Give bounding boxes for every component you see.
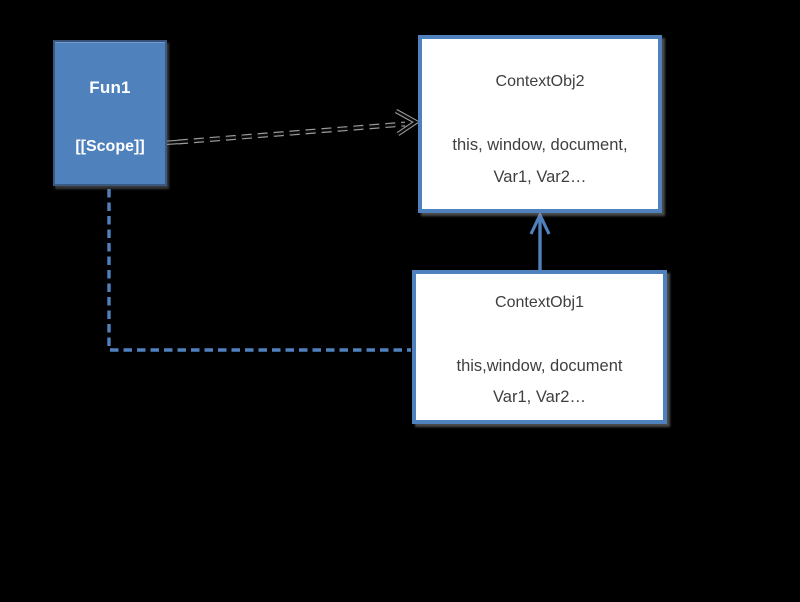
closure-dashed-edge	[107, 189, 411, 352]
context-obj2-body: this, window, document, Var1, Var2…	[422, 129, 658, 193]
node-context-obj2: ContextObj2 this, window, document, Var1…	[418, 35, 662, 213]
node-fun1: Fun1 [[Scope]]	[53, 40, 167, 186]
context-obj1-title: ContextObj1	[495, 294, 584, 311]
fun1-scope-property: [[Scope]]	[75, 138, 145, 155]
context-obj1-body-line1: this,window, document	[456, 357, 623, 375]
context-obj1-body-line2: Var1, Var2…	[493, 388, 586, 406]
scope-arrow	[148, 109, 421, 147]
context-obj2-title: ContextObj2	[495, 73, 585, 90]
context-obj2-body-line1: this, window, document,	[452, 136, 628, 154]
context-obj1-body: this,window, document Var1, Var2…	[416, 351, 663, 413]
context-link-arrow	[529, 211, 551, 270]
node-context-obj1: ContextObj1 this,window, document Var1, …	[412, 270, 667, 424]
fun1-title: Fun1	[89, 78, 131, 97]
context-obj2-body-line2: Var1, Var2…	[493, 168, 587, 186]
